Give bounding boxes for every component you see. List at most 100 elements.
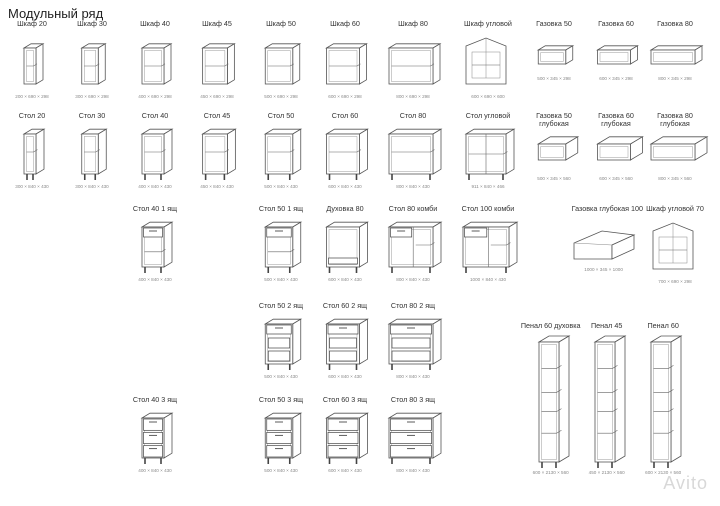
module-label: Пенал 60 духовка [520,321,581,330]
module-label: Шкаф 60 [330,19,360,28]
module-drawing [22,43,45,85]
module-drawing [573,230,636,260]
module-dimensions: 800 × 840 × 430 [396,468,430,473]
module-dimensions: 600 × 2130 × 560 [645,470,682,475]
module-drawing [325,412,369,464]
module-label: Шкаф 40 [140,19,170,28]
module-drawing [140,128,174,180]
module-drawing [593,335,627,468]
module-drawing [387,128,443,180]
module-drawing [465,37,507,85]
module-drawing [263,43,302,85]
module-dimensions: 400 × 840 × 430 [138,277,172,282]
module-dimensions: 911 × 840 × 466 [471,184,505,189]
module-dimensions: 800 × 690 × 298 [396,94,430,99]
module-label: Стол 80 комби [388,204,438,213]
module-dimensions: 600 × 840 × 430 [328,468,362,473]
module-label: Шкаф 30 [77,19,107,28]
module-label: Стол 50 [267,111,295,120]
module-drawing [536,136,580,161]
module-15: Стол 45 450 × 840 × 430 [185,111,249,208]
module-label: Стол 80 2 ящ [390,301,436,310]
module-dimensions: 300 × 840 × 430 [75,184,109,189]
module-28: Газовка глубокая 100 1000 × 345 × 1000 [571,204,643,301]
module-dimensions: 600 × 840 × 430 [328,277,362,282]
module-drawing [325,128,369,180]
module-label: Газовка 80 глубокая [657,111,693,129]
page-title: Модульный ряд [8,6,104,21]
module-drawing [263,318,303,370]
module-label: Стол 60 [331,111,359,120]
module-dimensions: 600 × 690 × 298 [328,94,362,99]
module-dimensions: 500 × 345 × 298 [537,76,571,81]
module-label: Шкаф 80 [398,19,428,28]
module-3: Шкаф 40 400 × 690 × 298 [123,19,187,116]
module-dimensions: 450 × 840 × 430 [200,184,234,189]
module-drawing [325,221,369,273]
module-dimensions: 600 × 840 × 430 [328,374,362,379]
module-drawing [80,43,107,85]
module-dimensions: 400 × 840 × 430 [138,468,172,473]
module-label: Стол 50 3 ящ [258,395,304,404]
module-label: Стол 40 1 ящ [132,204,178,213]
module-label: Газовка 60 глубокая [598,111,634,129]
module-drawing [263,412,303,464]
module-label: Стол 50 1 ящ [258,204,304,213]
module-37: Стол 50 3 ящ 500 × 840 × 430 [249,395,313,492]
module-dimensions: 500 × 345 × 560 [537,176,571,181]
module-32: Стол 80 2 ящ 800 × 840 × 430 [381,301,445,398]
module-29: Шкаф угловой 70 700 × 690 × 298 [643,204,707,301]
module-6: Шкаф 60 600 × 690 × 298 [313,19,377,116]
module-drawing [649,45,704,65]
module-36: Стол 40 3 ящ 400 × 840 × 430 [123,395,187,492]
module-dimensions: 500 × 690 × 298 [264,94,298,99]
module-dimensions: 1000 × 345 × 1000 [584,267,623,272]
module-label: Стол 45 [203,111,231,120]
module-dimensions: 700 × 690 × 298 [658,279,692,284]
module-label: Шкаф 45 [202,19,232,28]
module-dimensions: 400 × 690 × 298 [138,94,172,99]
module-label: Стол 40 3 ящ [132,395,178,404]
module-label: Газовка 80 [657,19,693,28]
module-dimensions: 200 × 690 × 298 [15,94,49,99]
module-label: Газовка глубокая 100 [571,204,643,213]
module-label: Шкаф угловой [464,19,512,28]
module-drawing [596,136,644,161]
module-dimensions: 800 × 840 × 430 [396,374,430,379]
module-label: Шкаф угловой 70 [646,204,704,213]
module-dimensions: 500 × 840 × 430 [264,468,298,473]
module-dimensions: 800 × 345 × 560 [658,176,692,181]
module-dimensions: 600 × 345 × 298 [599,76,633,81]
module-label: Газовка 60 [598,19,634,28]
module-drawing [461,221,519,273]
module-drawing [387,221,443,273]
module-drawing [80,128,108,180]
module-dimensions: 800 × 840 × 430 [396,277,430,282]
module-drawing [22,128,46,180]
module-drawing [201,43,236,85]
module-drawing [325,318,369,370]
module-24: Стол 50 1 ящ 500 × 840 × 430 [249,204,313,301]
module-label: Стол 40 [141,111,169,120]
module-dimensions: 500 × 840 × 430 [264,277,298,282]
module-dimensions: 500 × 840 × 430 [264,374,298,379]
module-drawing [649,335,683,468]
module-dimensions: 1000 × 840 × 430 [469,277,507,282]
module-label: Шкаф 50 [266,19,296,28]
module-drawing [140,43,173,85]
